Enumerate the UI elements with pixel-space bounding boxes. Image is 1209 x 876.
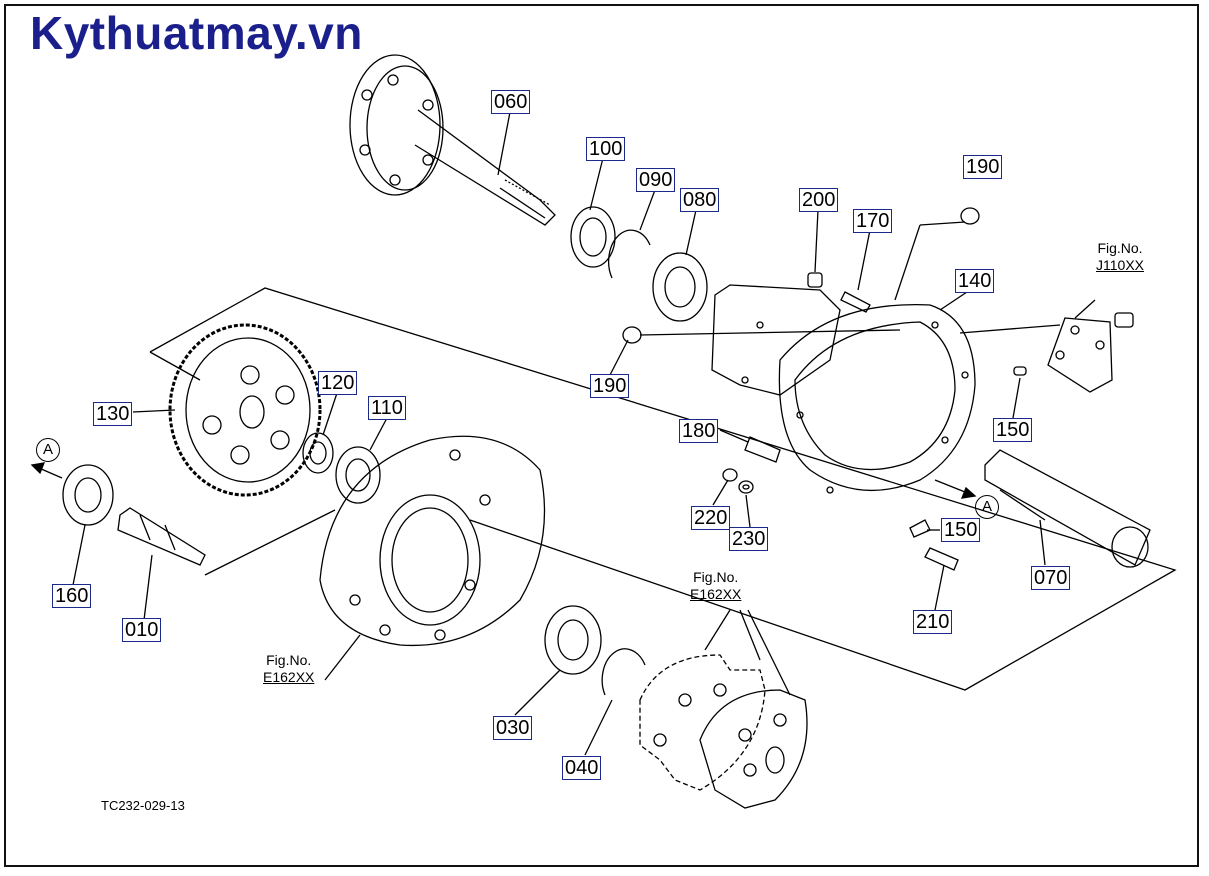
fig-ref-j110-line1: Fig.No.: [1097, 240, 1143, 256]
part-callout-230: 230: [729, 527, 769, 551]
circlip-040: [601, 648, 646, 696]
part-callout-080: 080: [680, 188, 720, 212]
gear-130: [168, 323, 322, 497]
part-callout-220: 220: [691, 506, 731, 530]
circlip-090: [607, 229, 651, 279]
assembly-outline: [149, 287, 1177, 691]
part-callout-150-upper: 150: [993, 418, 1033, 442]
bearing-110: [335, 446, 381, 504]
fig-ref-e162-left-line2: E162XX: [263, 669, 315, 685]
part-callout-170: 170: [853, 209, 893, 233]
fig-ref-e162-top-line1: Fig.No.: [693, 569, 739, 585]
part-callout-060: 060: [491, 90, 531, 114]
arrow-left-icon: [30, 462, 63, 479]
part-callout-190-top: 190: [963, 155, 1003, 179]
pinion-010: [117, 507, 336, 576]
fig-ref-j110: Fig.No. J110XX: [1096, 240, 1144, 274]
fig-ref-e162-left-line1: Fig.No.: [266, 652, 312, 668]
part-callout-150-lower: 150: [941, 518, 981, 542]
fig-ref-j110-line2: J110XX: [1096, 257, 1144, 273]
part-callout-130: 130: [93, 402, 133, 426]
part-callout-140: 140: [955, 269, 995, 293]
pin-150-lower: [909, 519, 931, 538]
bolt-170: [840, 291, 871, 313]
discs-e162: [639, 654, 808, 809]
plate-j110: [1047, 312, 1134, 393]
part-callout-010: 010: [122, 618, 162, 642]
drawing-code: TC232-029-13: [101, 798, 185, 813]
part-callout-100: 100: [586, 137, 626, 161]
cap-190-top: [960, 207, 980, 225]
housing-140: [711, 284, 976, 494]
part-callout-160: 160: [52, 584, 92, 608]
stud-210: [924, 547, 959, 571]
brand-logo-text: Kythuatmay.vn: [30, 7, 363, 59]
fig-ref-e162-top: Fig.No. E162XX: [690, 569, 741, 603]
bolt-200: [807, 272, 823, 288]
bearing-080: [652, 252, 708, 322]
part-callout-090: 090: [636, 168, 676, 192]
case-e162: [319, 435, 546, 647]
fig-ref-e162-top-line2: E162XX: [690, 586, 742, 602]
part-callout-040: 040: [562, 756, 602, 780]
part-callout-110: 110: [368, 396, 406, 420]
drawing-frame: [4, 4, 1199, 867]
bearing-160: [62, 464, 114, 526]
shaft-060: [349, 54, 556, 226]
section-marker-right: A: [975, 495, 999, 519]
part-callout-030: 030: [493, 716, 533, 740]
washer-230: [738, 480, 754, 494]
bearing-120: [302, 432, 334, 474]
seal-100: [570, 206, 616, 268]
part-callout-120: 120: [318, 371, 358, 395]
part-callout-200: 200: [799, 188, 839, 212]
part-callout-190-bottom: 190: [590, 374, 630, 398]
section-marker-left: A: [36, 438, 60, 462]
bolt-180: [744, 436, 781, 463]
part-callout-180: 180: [679, 419, 719, 443]
arrow-right-icon: [934, 479, 977, 499]
tube-070: [984, 449, 1151, 568]
nut-220: [722, 468, 738, 482]
cap-190-bottom: [622, 326, 642, 344]
part-callout-070: 070: [1031, 566, 1071, 590]
part-callout-210: 210: [913, 610, 953, 634]
leader-lines: [72, 111, 1046, 756]
bearing-030: [544, 605, 602, 675]
fig-ref-e162-left: Fig.No. E162XX: [263, 652, 314, 686]
pin-150-upper: [1013, 366, 1027, 376]
